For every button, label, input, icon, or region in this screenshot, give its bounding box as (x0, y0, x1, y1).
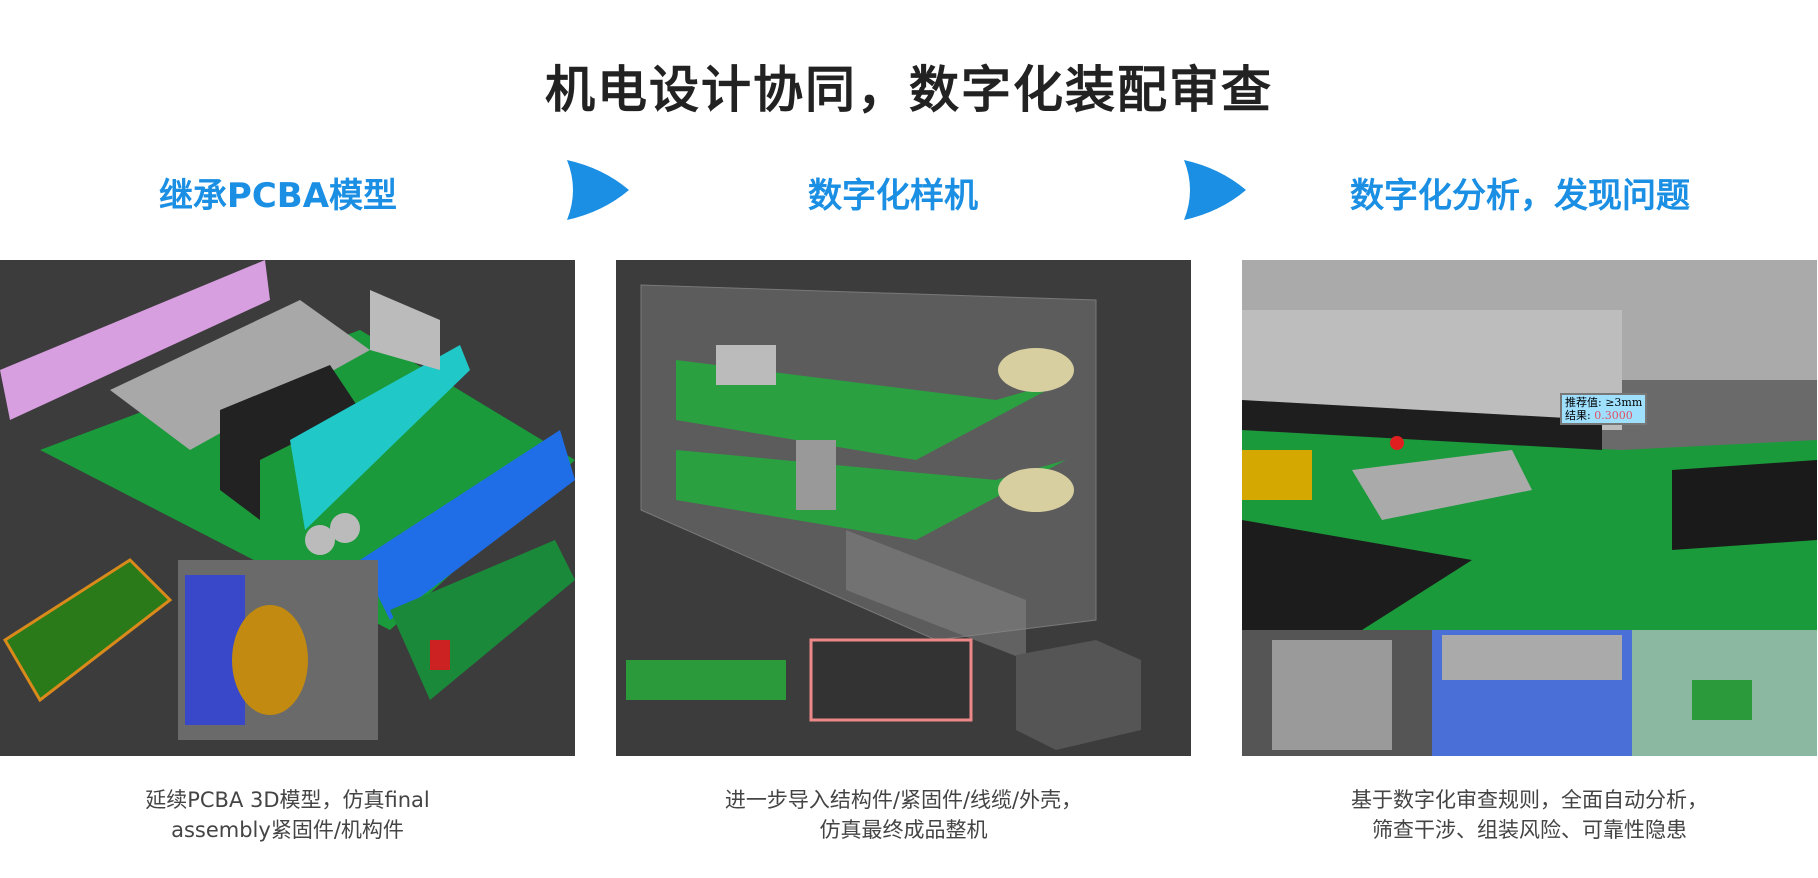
caption-line: 延续PCBA 3D模型，仿真final (145, 788, 430, 812)
measurement-tooltip: 推荐值: ≥3mm 结果: 0.3000 (1560, 393, 1648, 425)
result-label: 结果: (1565, 409, 1591, 422)
caption-line: 进一步导入结构件/紧固件/线缆/外壳， (724, 788, 1083, 812)
caption-line: 筛查干涉、组装风险、可靠性隐患 (1372, 818, 1687, 842)
step-2-heading: 数字化样机 (808, 176, 978, 216)
digital-prototype-image (616, 260, 1191, 756)
step-3-heading: 数字化分析，发现问题 (1350, 176, 1690, 216)
recommended-label: 推荐值: (1565, 396, 1602, 409)
pcba-model-image (0, 260, 575, 756)
page-title: 机电设计协同，数字化装配审查 (545, 61, 1273, 119)
arrow-right-icon (1184, 160, 1246, 220)
step-3-caption: 基于数字化审查规则，全面自动分析， 筛查干涉、组装风险、可靠性隐患 (1242, 785, 1817, 845)
arrow-right-icon (567, 160, 629, 220)
caption-line: 仿真最终成品整机 (819, 818, 988, 842)
result-value: 0.3000 (1594, 409, 1633, 422)
recommended-value: ≥3mm (1605, 396, 1643, 409)
step-1-heading: 继承PCBA模型 (158, 176, 398, 216)
caption-line: 基于数字化审查规则，全面自动分析， (1351, 788, 1708, 812)
step-1-caption: 延续PCBA 3D模型，仿真final assembly紧固件/机构件 (0, 785, 575, 845)
digital-analysis-image: 推荐值: ≥3mm 结果: 0.3000 (1242, 260, 1817, 756)
caption-line: assembly紧固件/机构件 (171, 818, 404, 842)
step-2-caption: 进一步导入结构件/紧固件/线缆/外壳， 仿真最终成品整机 (616, 785, 1191, 845)
